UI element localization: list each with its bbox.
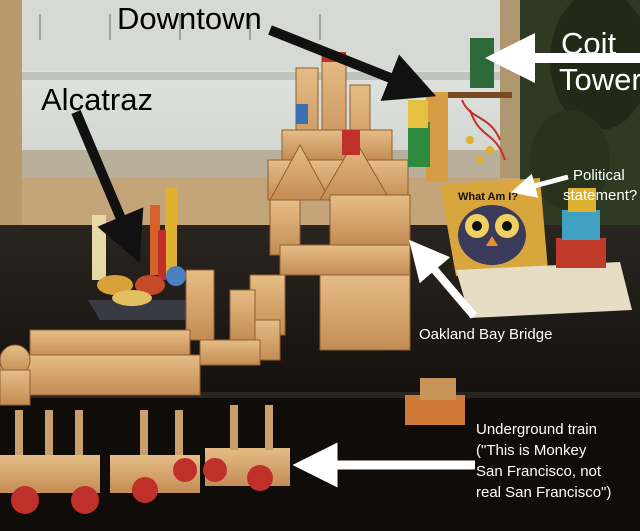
downtown-arrow (268, 25, 437, 101)
coit-label-line1: Coit (561, 26, 617, 61)
alcatraz-arrow (71, 110, 144, 264)
train-label-line3: San Francisco, not (476, 463, 602, 480)
political-label-line1: Political (573, 167, 625, 184)
train-label-line2: ("This is Monkey (476, 442, 587, 459)
downtown-blocks (267, 54, 411, 256)
bay-bridge-blocks (0, 244, 411, 406)
alcatraz-label: Alcatraz (41, 82, 153, 117)
train-toy (0, 405, 290, 514)
bay-bridge-label: Oakland Bay Bridge (419, 326, 553, 343)
train-label-line4: real San Francisco") (476, 484, 612, 501)
book-title: What Am I? (458, 191, 518, 203)
political-arrow (510, 173, 569, 198)
owl-book (440, 178, 548, 276)
alcatraz-toy (88, 188, 200, 320)
political-label-line2: statement? (563, 187, 638, 204)
downtown-label: Downtown (117, 1, 262, 36)
bridge-arrow (409, 239, 478, 319)
coit-label-line2: Tower (559, 62, 640, 97)
train-label-line1: Underground train (476, 421, 597, 438)
